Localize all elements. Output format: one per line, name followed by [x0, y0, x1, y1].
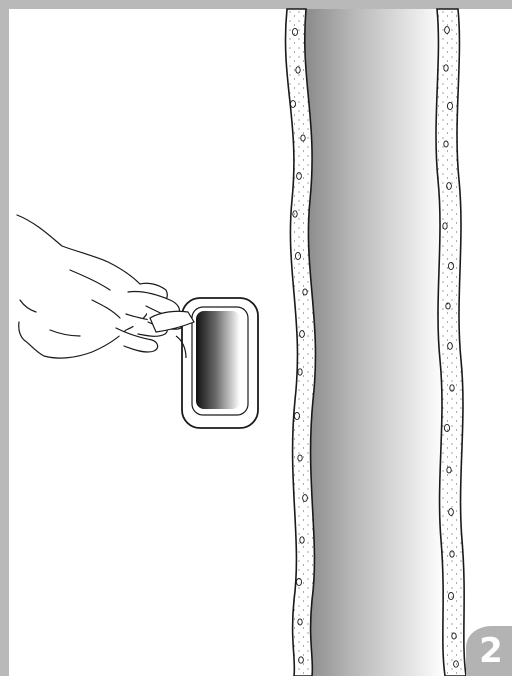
step-number-badge: 2 — [466, 626, 512, 676]
wall-cavity-shaft — [305, 9, 445, 676]
step-number: 2 — [479, 634, 503, 668]
hand-holding-scraper-icon — [17, 215, 183, 358]
scraper-tool-icon — [150, 298, 258, 428]
